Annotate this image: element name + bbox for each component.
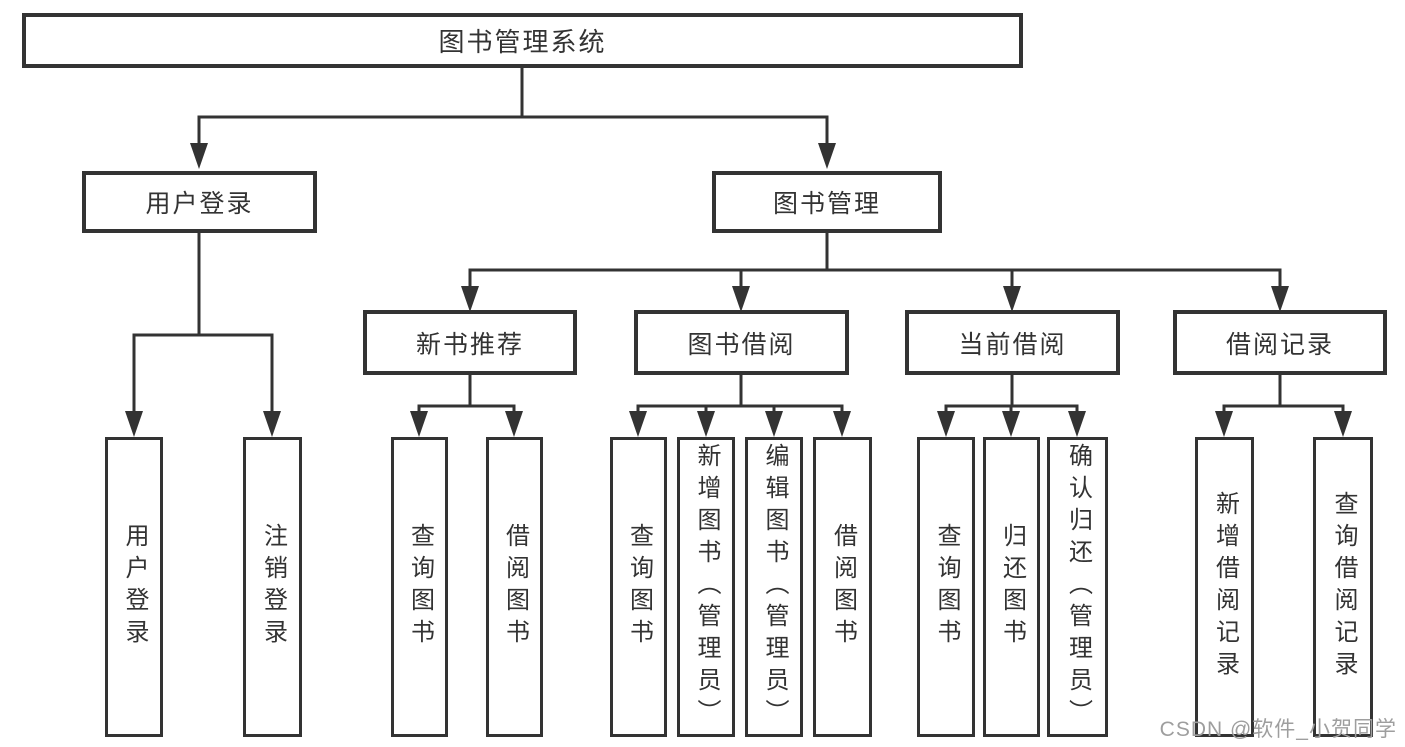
csdn-watermark: CSDN @软件_小贺同学 — [1159, 718, 1397, 741]
leaf-label: 借阅图书 — [501, 523, 529, 651]
leaf-query-books-recommend: 查询图书 — [391, 437, 448, 737]
node-book-borrowing: 图书借阅 — [634, 310, 849, 375]
connector-book-management-children — [461, 233, 1289, 312]
node-label: 图书管理 — [772, 190, 881, 218]
connector-user-login-children — [125, 233, 281, 437]
leaf-borrow-books-recommend: 借阅图书 — [486, 437, 543, 737]
leaf-label: 归还图书 — [998, 523, 1026, 651]
leaf-label: 查询图书 — [933, 523, 960, 651]
leaf-logout: 注销登录 — [243, 437, 302, 737]
leaf-label: 查询图书 — [625, 523, 653, 651]
leaf-return-books: 归还图书 — [983, 437, 1040, 737]
leaf-label: 确认归还（管理员） — [1064, 443, 1092, 731]
leaf-query-borrow-record: 查询借阅记录 — [1313, 437, 1373, 737]
node-label: 图书借阅 — [687, 330, 796, 359]
leaf-label: 新增借阅记录 — [1211, 491, 1239, 683]
leaf-label: 用户登录 — [121, 523, 148, 651]
leaf-label: 编辑图书（管理员） — [761, 443, 788, 731]
node-current-borrowing: 当前借阅 — [905, 310, 1120, 375]
leaf-edit-book-admin: 编辑图书（管理员） — [745, 437, 803, 737]
node-label: 借阅记录 — [1225, 330, 1334, 359]
node-label: 用户登录 — [145, 190, 254, 218]
leaf-query-books-current: 查询图书 — [917, 437, 975, 737]
leaf-query-books-borrowing: 查询图书 — [610, 437, 667, 737]
leaf-add-borrow-record: 新增借阅记录 — [1195, 437, 1254, 737]
connector-book-borrowing-children — [629, 375, 851, 437]
node-book-management: 图书管理 — [712, 171, 942, 233]
node-label: 图书管理系统 — [438, 27, 607, 57]
leaf-label: 注销登录 — [259, 523, 287, 651]
leaf-label: 借阅图书 — [829, 523, 857, 651]
leaf-add-book-admin: 新增图书（管理员） — [677, 437, 735, 737]
leaf-borrow-books-borrowing: 借阅图书 — [813, 437, 872, 737]
connector-root-to-level2 — [190, 68, 836, 169]
leaf-label: 新增图书（管理员） — [693, 443, 720, 731]
node-label: 新书推荐 — [415, 330, 524, 359]
connector-current-borrowing-children — [937, 375, 1086, 437]
leaf-user-login: 用户登录 — [105, 437, 163, 737]
node-borrowing-records: 借阅记录 — [1173, 310, 1387, 375]
leaf-label: 查询图书 — [406, 523, 434, 651]
node-user-login: 用户登录 — [82, 171, 317, 233]
node-new-book-recommend: 新书推荐 — [363, 310, 577, 375]
connector-borrowing-records-children — [1215, 375, 1352, 437]
node-library-management-system: 图书管理系统 — [22, 13, 1023, 68]
leaf-label: 查询借阅记录 — [1330, 491, 1357, 683]
connector-new-book-recommend-children — [410, 375, 523, 437]
node-label: 当前借阅 — [958, 330, 1067, 359]
leaf-confirm-return-admin: 确认归还（管理员） — [1047, 437, 1108, 737]
